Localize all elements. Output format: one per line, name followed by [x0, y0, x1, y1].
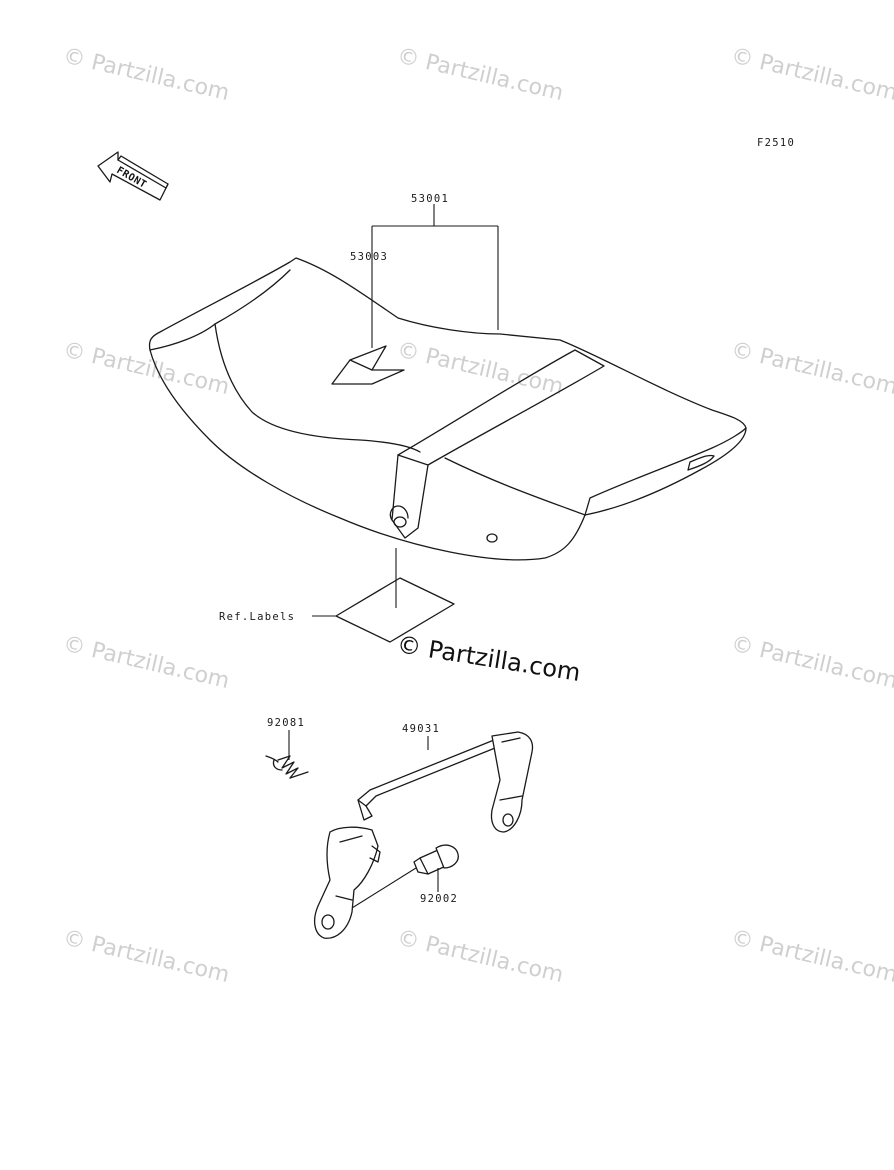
spring-illustration — [265, 755, 309, 779]
label-92002: 92002 — [420, 893, 458, 905]
label-49031: 49031 — [402, 723, 440, 735]
watermark: © Partzilla.com — [729, 337, 894, 400]
watermark: © Partzilla.com — [395, 337, 566, 400]
watermark-layer: © Partzilla.com © Partzilla.com © Partzi… — [61, 43, 894, 988]
ref-label-sheet — [335, 577, 455, 643]
label-53001: 53001 — [411, 193, 449, 205]
label-ref-labels: Ref.Labels — [219, 611, 295, 623]
watermark: © Partzilla.com — [61, 925, 232, 988]
watermark: © Partzilla.com — [729, 925, 894, 988]
watermark: © Partzilla.com — [395, 925, 566, 988]
watermark-center: © Partzilla.com — [395, 630, 582, 687]
watermark: © Partzilla.com — [729, 43, 894, 106]
bolt-illustration — [413, 844, 459, 875]
figure-code: F2510 — [757, 137, 795, 149]
watermark: © Partzilla.com — [61, 43, 232, 106]
watermark: © Partzilla.com — [61, 337, 232, 400]
label-92081: 92081 — [267, 717, 305, 729]
seat-illustration — [148, 257, 747, 561]
watermark: © Partzilla.com — [729, 631, 894, 694]
watermark: © Partzilla.com — [395, 43, 566, 106]
bracket-illustration — [313, 731, 534, 939]
watermark: © Partzilla.com — [61, 631, 232, 694]
front-arrow-icon: FRONT — [97, 151, 169, 201]
label-53003: 53003 — [350, 251, 388, 263]
leader-53001 — [371, 204, 499, 348]
